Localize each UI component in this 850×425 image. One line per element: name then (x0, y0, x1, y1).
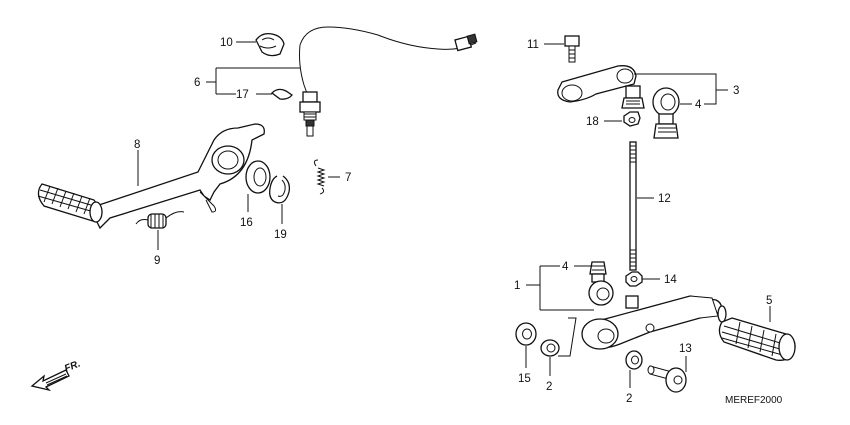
part-1-shift-pedal (581, 295, 727, 350)
part-4-ball-joint-lower (588, 261, 614, 306)
part-10-clamp (255, 32, 285, 57)
callout-7: 7 (345, 172, 351, 184)
callout-14: 14 (664, 274, 677, 286)
callout-8: 8 (134, 139, 140, 151)
callout-5: 5 (766, 295, 772, 307)
callout-10: 10 (220, 37, 233, 49)
part-18-nut (623, 111, 641, 127)
front-arrow-label: FR. (63, 359, 82, 375)
callout-2-right: 2 (626, 393, 632, 405)
callout-15: 15 (518, 373, 531, 385)
part-15-washer (515, 322, 537, 346)
callout-2-left: 2 (546, 381, 552, 393)
callout-12: 12 (658, 193, 671, 205)
part-5-shift-rubber (718, 317, 796, 361)
callout-6: 6 (194, 77, 200, 89)
leader-lines (137, 41, 771, 388)
part-7-spring (313, 159, 326, 195)
callout-1: 1 (514, 280, 520, 292)
part-3-shift-arm (557, 65, 645, 109)
diagram-code: MEREF2000 (725, 395, 783, 406)
front-direction-arrow: FR. (30, 359, 82, 392)
callout-16: 16 (240, 217, 253, 229)
callout-3: 3 (733, 85, 739, 97)
callout-19: 19 (274, 229, 287, 241)
part-4-ball-joint-upper (652, 87, 680, 139)
part-13-pivot-bolt (647, 365, 687, 393)
callout-13: 13 (679, 343, 692, 355)
part-6-brake-switch (299, 26, 478, 137)
part-17-clip (271, 88, 293, 100)
callout-17: 17 (236, 89, 249, 101)
part-8-brake-pedal (37, 123, 265, 230)
callout-4-lower: 4 (562, 261, 569, 273)
callout-11: 11 (527, 39, 539, 51)
part-9-return-spring (135, 211, 185, 229)
part-2-seal-right (625, 350, 643, 370)
callout-labels: 10 6 17 7 8 9 16 19 11 3 4 18 12 14 1 4 … (134, 37, 772, 405)
callout-18: 18 (586, 116, 599, 128)
callout-9: 9 (154, 255, 160, 267)
part-14-nut (625, 271, 643, 287)
part-19-circlip (269, 175, 291, 204)
part-2-seal-left (540, 339, 560, 357)
callout-4-upper: 4 (695, 99, 702, 111)
part-12-tie-rod (629, 141, 637, 271)
part-16-washer (245, 160, 271, 194)
part-11-bolt (564, 35, 580, 63)
